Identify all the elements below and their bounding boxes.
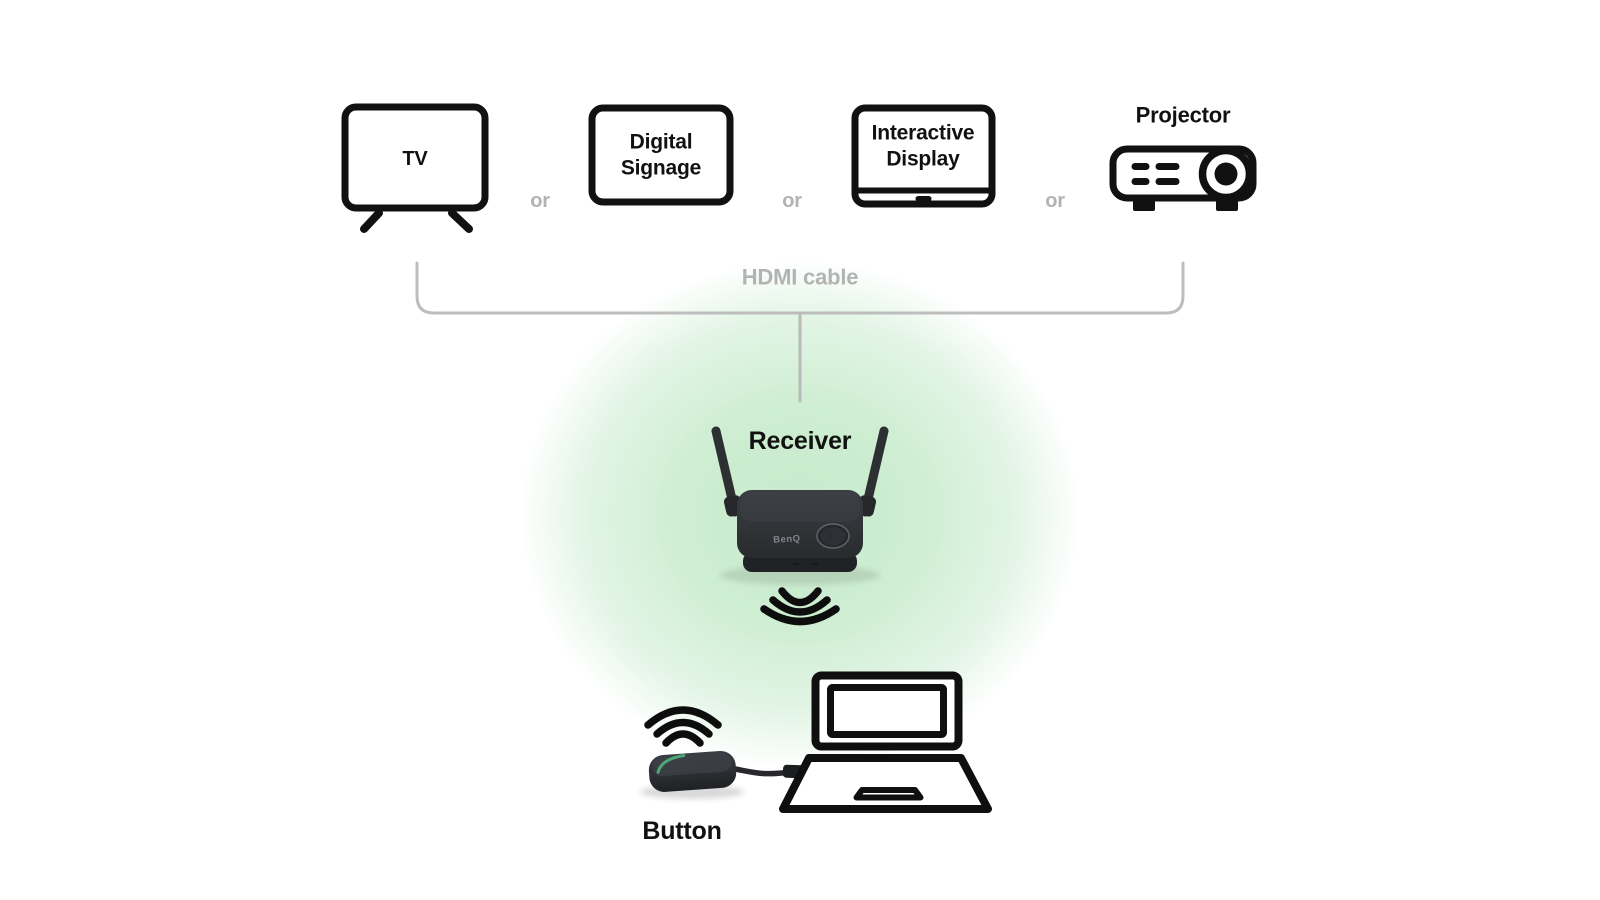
wifi-down-icon <box>760 587 840 626</box>
interactive-display-icon <box>851 104 996 208</box>
receiver-front-slot-left <box>793 562 800 565</box>
tv-screen-outline <box>341 103 489 212</box>
projector-vent-dashes <box>1131 163 1180 185</box>
laptop-screen-outline <box>827 684 947 738</box>
receiver-top-sheen <box>740 492 860 522</box>
tv-legs <box>360 209 473 233</box>
projector-icon <box>1109 145 1257 211</box>
tv-label: TV <box>402 147 428 170</box>
wifi-up-arc-large <box>644 706 722 729</box>
wifi-down-arc-large <box>760 605 840 626</box>
wifi-down-arc-small <box>778 587 822 607</box>
cable-line <box>732 766 793 777</box>
wifi-up-arc-small <box>662 730 704 747</box>
projector-lens-inner <box>1214 162 1238 186</box>
benq-logo: BenQ <box>773 533 801 545</box>
laptop-base-outline <box>779 754 992 813</box>
wifi-down-arc-medium <box>769 596 831 616</box>
wifi-up-arc-medium <box>653 718 713 738</box>
interactive-display-home-dash <box>915 196 932 202</box>
receiver-device: BenQ <box>711 426 889 585</box>
receiver-front-slot-right <box>811 562 818 565</box>
digital-signage-label: Digital Signage <box>620 130 702 179</box>
button-label: Button <box>642 816 722 845</box>
receiver-power-button-face <box>820 527 846 545</box>
button-device <box>640 750 744 799</box>
tv-icon <box>341 103 489 233</box>
interactive-display-outline <box>851 104 996 208</box>
laptop-icon <box>779 671 992 813</box>
interactive-display-label: Interactive Display <box>871 121 975 170</box>
or-separator-1: or <box>530 189 550 212</box>
or-separator-2: or <box>782 189 802 212</box>
button-led-ring <box>656 754 686 774</box>
usb-cable <box>732 764 806 779</box>
hdmi-cable-label: HDMI cable <box>741 264 859 290</box>
wifi-up-icon <box>644 706 722 747</box>
digital-signage-outline <box>588 104 734 206</box>
digital-signage-icon <box>588 104 734 206</box>
hdmi-bracket <box>415 261 1185 403</box>
receiver-label: Receiver <box>748 426 852 455</box>
laptop-touchpad <box>853 787 924 801</box>
or-separator-3: or <box>1045 189 1065 212</box>
projector-label: Projector <box>1135 102 1231 128</box>
